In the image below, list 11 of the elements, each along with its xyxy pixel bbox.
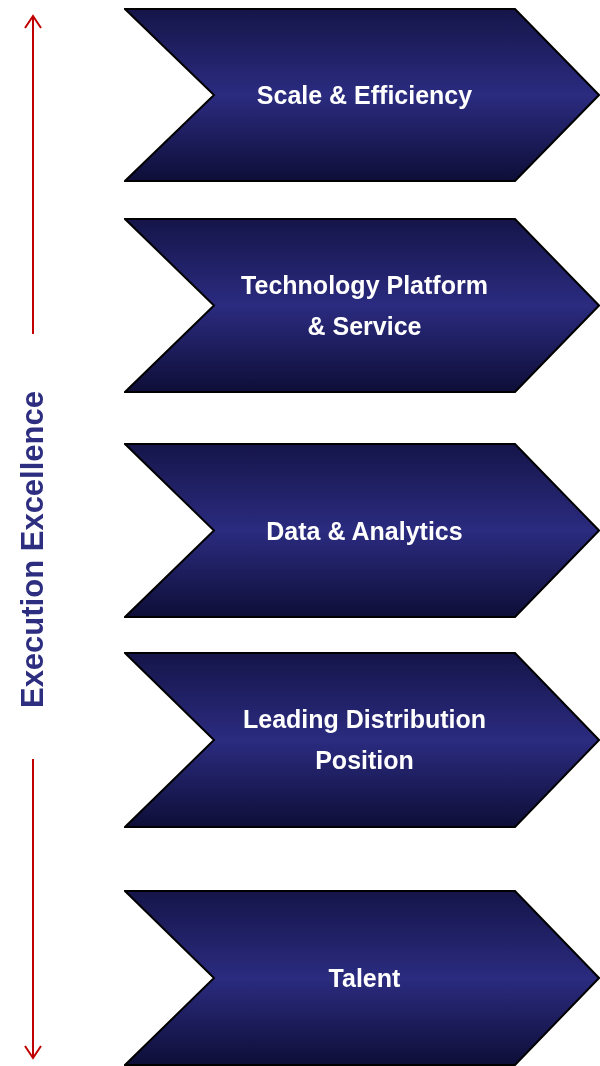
chevron-shape <box>124 443 600 618</box>
chevron-label: Technology Platform & Service <box>240 269 489 342</box>
chevron-shape <box>124 652 600 828</box>
chevron-label: Data & Analytics <box>265 515 464 547</box>
chevron-shape <box>124 218 600 393</box>
chevron-label: Scale & Efficiency <box>255 79 474 111</box>
chevron-shape <box>124 8 600 182</box>
axis-label: Execution Excellence <box>15 391 51 709</box>
chevron-shape <box>124 890 600 1066</box>
chevron-label: Talent <box>327 962 402 994</box>
chevron-label: Leading Distribution Position <box>241 704 487 776</box>
